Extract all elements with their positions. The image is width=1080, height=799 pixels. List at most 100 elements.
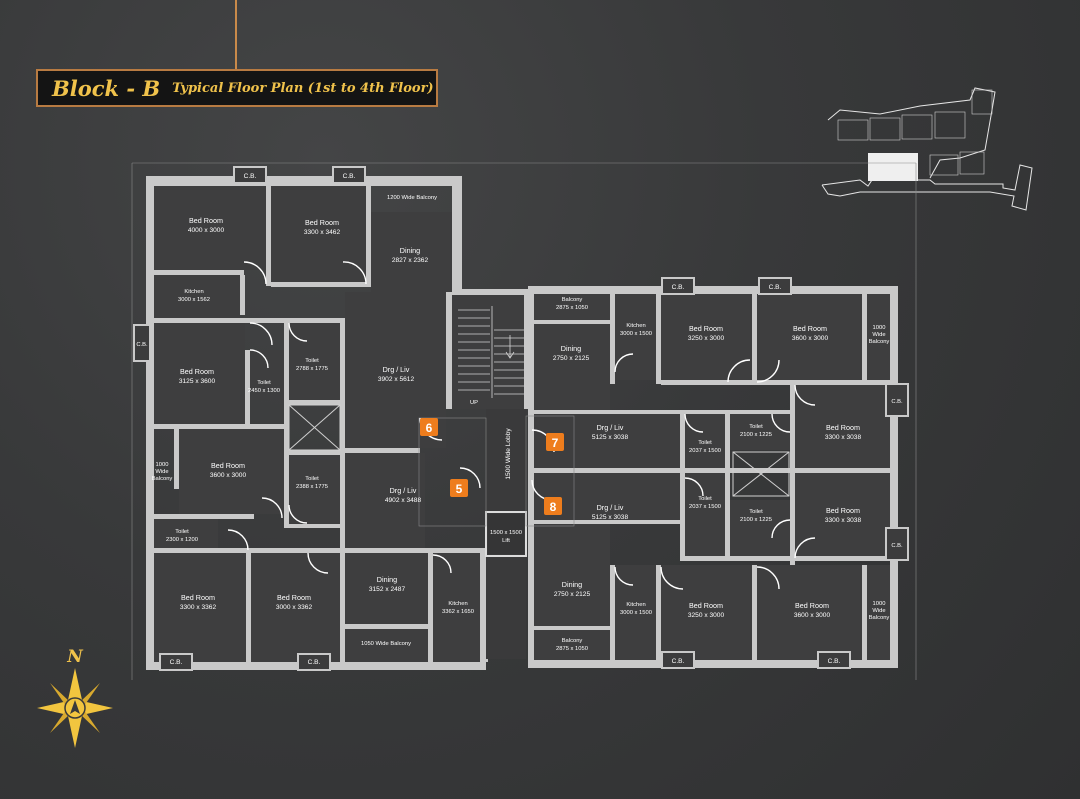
room-dimension: 2100 x 1225	[740, 517, 772, 523]
lobby-and-lift	[418, 409, 575, 659]
room-dimension: 3125 x 3600	[179, 378, 216, 385]
room-name: Toilet	[175, 529, 189, 535]
cb-boxes: C.B. C.B. C.B. C.B. C.B. C.B. C.B. C.B. …	[133, 166, 909, 671]
plan-subtitle: Typical Floor Plan (1st to 4th Floor)	[172, 80, 434, 96]
room-name: Bed Room	[689, 601, 723, 610]
room-dimension: 3000 x 1562	[178, 297, 210, 303]
room-dimension: 3000 x 1500	[620, 331, 652, 337]
room-name: Bed Room	[793, 324, 827, 333]
room-fills	[154, 186, 890, 662]
svg-text:C.B.: C.B.	[891, 399, 903, 405]
room-labels: Bed Room 4000 x 3000 Bed Room 3300 x 346…	[152, 195, 890, 652]
room-name: 1200 Wide Balcony	[387, 195, 437, 201]
svg-text:C.B.: C.B.	[672, 658, 685, 665]
cb-box: C.B.	[332, 166, 366, 184]
room-name: Bed Room	[689, 324, 723, 333]
svg-text:C.B.: C.B.	[244, 173, 257, 180]
room-dimension: 4902 x 3488	[385, 497, 422, 504]
cb-box: C.B.	[817, 651, 851, 669]
room-name: Bed Room	[189, 216, 223, 225]
room-name: Bed Room	[826, 506, 860, 515]
room-name: Bed Room	[305, 218, 339, 227]
room-dimension: 3600 x 3000	[794, 612, 831, 619]
room-dimension: 3000 x 1500	[620, 610, 652, 616]
room-name: Dining	[561, 344, 581, 353]
svg-text:C.B.: C.B.	[891, 543, 903, 549]
cb-box: C.B.	[297, 653, 331, 671]
svg-text:C.B.: C.B.	[308, 659, 321, 666]
room-name: 1050 Wide Balcony	[361, 641, 411, 647]
room-name: Toilet	[305, 358, 319, 364]
room-dimension: 4000 x 3000	[188, 227, 225, 234]
room-name: Dining	[377, 575, 397, 584]
flat-number-marker: 6	[420, 418, 438, 436]
room-name: Kitchen	[626, 602, 645, 608]
room-name: Bed Room	[795, 601, 829, 610]
block-title: Block - B	[52, 75, 161, 101]
room-name: Wide	[872, 332, 885, 338]
room-name: Dining	[562, 580, 582, 589]
room-dimension: 3362 x 1650	[442, 609, 474, 615]
svg-text:8: 8	[550, 500, 557, 514]
room-dimension: 3000 x 3362	[276, 604, 313, 611]
room-dimension: 2100 x 1225	[740, 432, 772, 438]
room-dimension: 2037 x 1500	[689, 448, 721, 454]
room-dimension: 3600 x 3000	[210, 472, 247, 479]
room-name: Toilet	[305, 476, 319, 482]
cb-box: C.B.	[885, 383, 909, 417]
room-name: Drg / Liv	[390, 486, 417, 495]
flat-number-marker: 8	[544, 497, 562, 515]
duct-shafts	[288, 404, 790, 497]
svg-text:C.B.: C.B.	[170, 659, 183, 666]
cb-box: C.B.	[661, 277, 695, 295]
room-name: Balcony	[869, 615, 890, 621]
key-plan	[821, 87, 1033, 211]
room-name: Bed Room	[826, 423, 860, 432]
room-name: Bed Room	[181, 593, 215, 602]
north-label: N	[66, 647, 84, 667]
room-name: Toilet	[749, 509, 763, 515]
room-dimension: 3600 x 3000	[792, 335, 829, 342]
room-name: Kitchen	[448, 601, 467, 607]
room-name: Bed Room	[211, 461, 245, 470]
room-name: Wide	[155, 469, 168, 475]
flat-number-marker: 5	[450, 479, 468, 497]
room-dimension: 5125 x 3038	[592, 434, 629, 441]
room-name: Drg / Liv	[383, 365, 410, 374]
room-name: Toilet	[698, 440, 712, 446]
svg-text:C.B.: C.B.	[672, 284, 685, 291]
room-dimension: 2037 x 1500	[689, 504, 721, 510]
room-dimension: 2875 x 1050	[556, 646, 588, 652]
room-name: Balcony	[562, 638, 583, 644]
room-dimension: 3902 x 5612	[378, 376, 415, 383]
stair-up-label: UP	[470, 400, 478, 406]
svg-text:C.B.: C.B.	[136, 342, 148, 348]
room-name: Kitchen	[626, 323, 645, 329]
room-dimension: 2450 x 1300	[248, 388, 280, 394]
room-name: Dining	[400, 246, 420, 255]
room-dimension: 3300 x 3038	[825, 517, 862, 524]
room-name: Balcony	[152, 476, 173, 482]
room-name: Toilet	[257, 380, 271, 386]
room-dimension: 2388 x 1775	[296, 484, 328, 490]
room-name: 1000	[156, 462, 169, 468]
room-dimension: 2750 x 2125	[554, 591, 591, 598]
room-name: Toilet	[749, 424, 763, 430]
room-dimension: 3300 x 3038	[825, 434, 862, 441]
room-name: Drg / Liv	[597, 423, 624, 432]
svg-text:C.B.: C.B.	[769, 284, 782, 291]
svg-text:5: 5	[456, 482, 463, 496]
room-name: Balcony	[562, 297, 583, 303]
room-name: Balcony	[869, 339, 890, 345]
compass-icon: N	[37, 647, 113, 748]
lobby-label: 1500 Wide Lobby	[505, 428, 512, 480]
flat-number-marker: 7	[546, 433, 564, 451]
room-dimension: 5125 x 3038	[592, 514, 629, 521]
room-name: Toilet	[698, 496, 712, 502]
lift-dimension: 1500 x 1500	[490, 530, 522, 536]
boundary-lines	[131, 162, 917, 680]
svg-text:6: 6	[426, 421, 433, 435]
room-dimension: 3250 x 3000	[688, 612, 725, 619]
cb-box: C.B.	[159, 653, 193, 671]
